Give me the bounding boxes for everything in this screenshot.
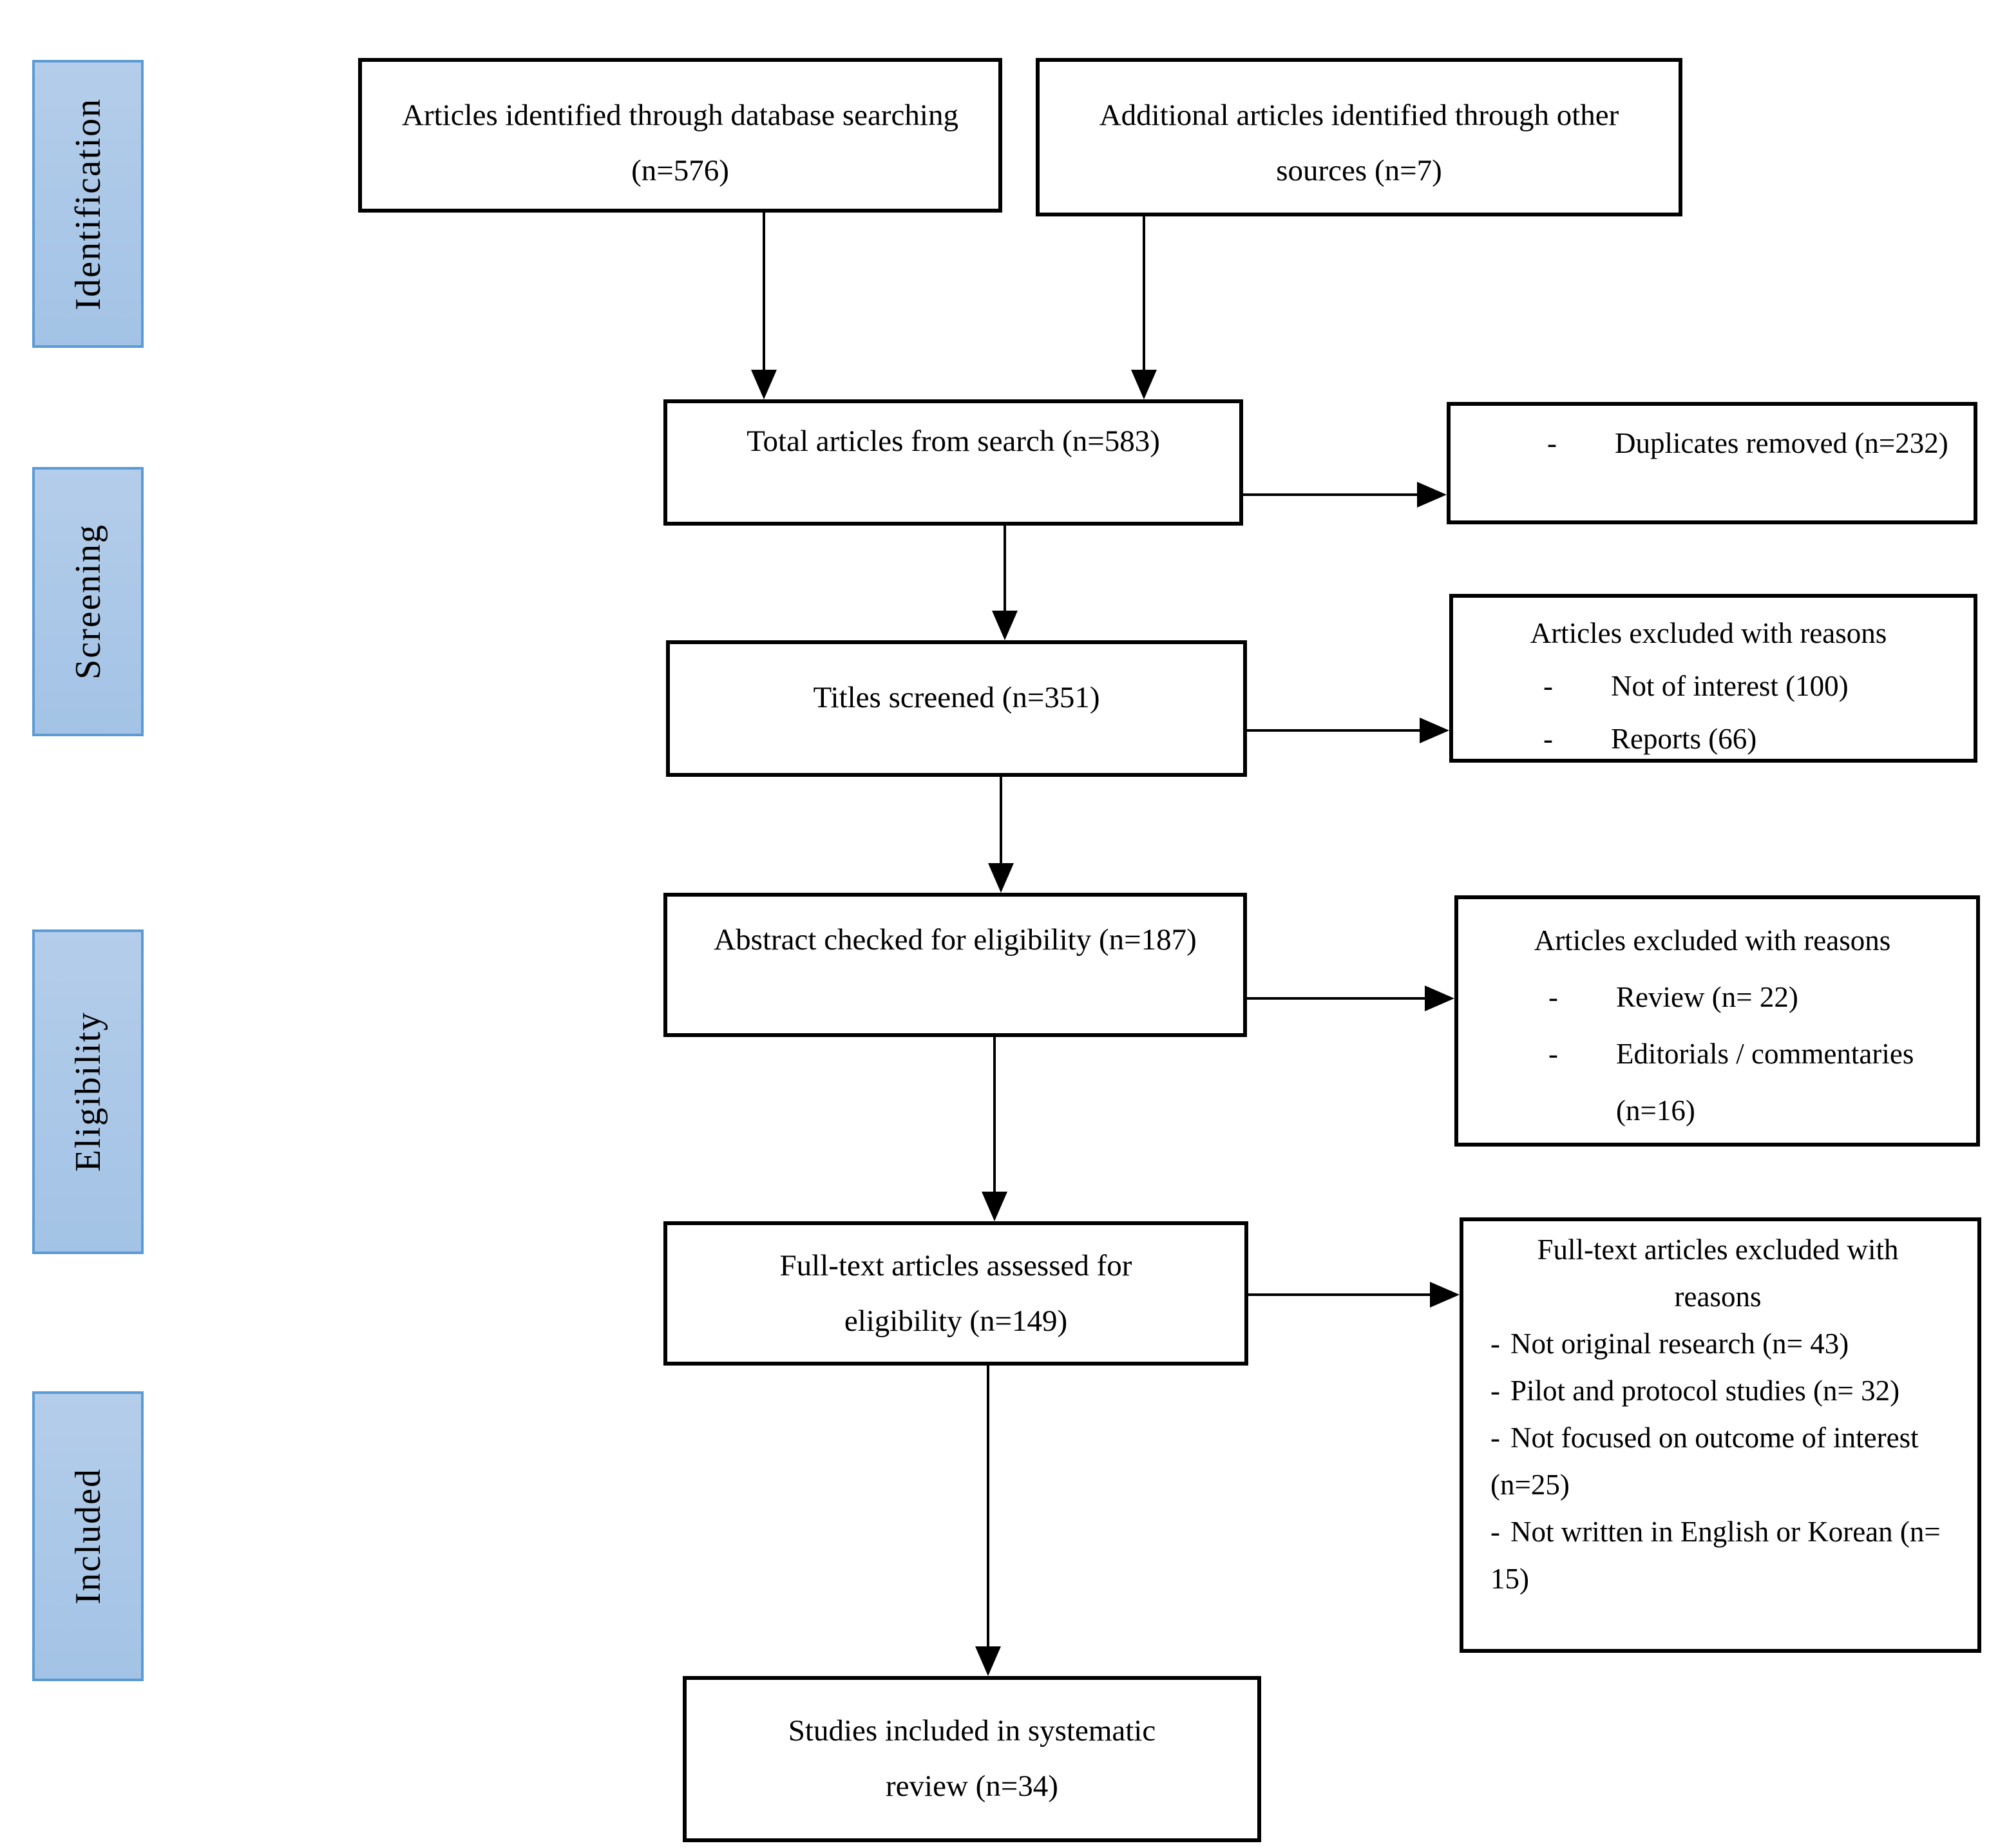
flow-box-fulltext-assessed: Full-text articles assessed for eligibil…	[663, 1221, 1248, 1366]
stage-screening: Screening	[32, 467, 144, 736]
arrow-fulltext-to-included-arrowhead	[975, 1646, 1001, 1676]
flow-box-titles-screened-text: Titles screened (n=351)	[813, 681, 1100, 714]
abstract-excluded-item-text: Editorials / commentaries (n=16)	[1616, 1038, 1914, 1127]
flow-box-fulltext-assessed-text: Full-text articles assessed for eligibil…	[779, 1249, 1132, 1338]
fulltext-excluded-item-text: Not original research (n= 43)	[1510, 1328, 1849, 1360]
fulltext-excluded-item: -Not written in English or Korean (n= 15…	[1490, 1509, 1945, 1603]
side-box-titles-excluded: Articles excluded with reasons - Not of …	[1449, 594, 1977, 763]
flow-box-studies-included-text: Studies included in systematic review (n…	[788, 1714, 1156, 1803]
arrow-total-to-titles-arrowhead	[992, 611, 1018, 640]
arrow-database-to-total	[763, 213, 765, 370]
bullet-dash: -	[1490, 1422, 1500, 1454]
arrow-total-to-duplicates	[1243, 493, 1417, 496]
flow-box-total-articles: Total articles from search (n=583)	[663, 399, 1243, 526]
flow-box-titles-screened: Titles screened (n=351)	[666, 640, 1247, 777]
bullet-dash: -	[1543, 670, 1553, 702]
fulltext-excluded-item-text: Pilot and protocol studies (n= 32)	[1510, 1375, 1900, 1407]
stage-included-label: Included	[68, 1468, 108, 1605]
bullet-dash: -	[1548, 981, 1558, 1013]
arrow-abstract-to-fulltext	[993, 1037, 996, 1192]
stage-eligibility: Eligibility	[32, 929, 144, 1254]
flow-box-abstract-checked: Abstract checked for eligibility (n=187)	[663, 893, 1247, 1037]
arrow-total-to-titles	[1004, 526, 1006, 611]
arrow-titles-to-excluded	[1247, 729, 1420, 732]
bullet-dash: -	[1490, 1328, 1500, 1360]
arrow-fulltext-to-included	[987, 1366, 989, 1646]
stage-identification: Identification	[32, 60, 144, 348]
abstract-excluded-item: - Editorials / commentaries (n=16)	[1458, 1025, 1966, 1139]
titles-excluded-item: - Reports (66)	[1453, 712, 1964, 765]
arrow-titles-to-abstract	[1000, 777, 1002, 863]
arrow-titles-to-abstract-arrowhead	[988, 863, 1014, 893]
stage-identification-label: Identification	[68, 97, 108, 310]
arrow-abstract-to-excluded	[1247, 997, 1425, 1000]
titles-excluded-item-text: Not of interest (100)	[1611, 670, 1849, 702]
flow-box-abstract-checked-text: Abstract checked for eligibility (n=187)	[714, 923, 1197, 957]
flow-box-other-sources: Additional articles identified through o…	[1036, 58, 1682, 216]
arrow-fulltext-to-excluded	[1248, 1293, 1430, 1296]
bullet-dash: -	[1543, 723, 1553, 755]
flow-box-studies-included: Studies included in systematic review (n…	[683, 1676, 1261, 1842]
abstract-excluded-item-text: Review (n= 22)	[1616, 981, 1798, 1013]
flow-box-total-articles-text: Total articles from search (n=583)	[747, 424, 1160, 458]
flow-box-database-search: Articles identified through database sea…	[358, 58, 1002, 213]
side-box-abstract-excluded: Articles excluded with reasons - Review …	[1454, 895, 1980, 1147]
arrow-abstract-to-excluded-arrowhead	[1425, 986, 1454, 1011]
bullet-dash: -	[1548, 1038, 1558, 1070]
side-box-duplicates-removed: - Duplicates removed (n=232)	[1447, 402, 1977, 524]
bullet-dash: -	[1490, 1375, 1500, 1407]
bullet-dash: -	[1547, 427, 1557, 459]
fulltext-excluded-title: Full-text articles excluded with reasons	[1537, 1234, 1899, 1313]
arrow-database-to-total-arrowhead	[751, 370, 777, 399]
stage-included: Included	[32, 1391, 144, 1681]
stage-screening-label: Screening	[68, 524, 108, 680]
stage-eligibility-label: Eligibility	[68, 1011, 108, 1172]
arrow-other-to-total	[1143, 216, 1145, 370]
flow-box-database-search-text: Articles identified through database sea…	[402, 99, 958, 187]
titles-excluded-item-text: Reports (66)	[1611, 723, 1757, 755]
arrow-fulltext-to-excluded-arrowhead	[1430, 1282, 1460, 1308]
abstract-excluded-item: - Review (n= 22)	[1458, 969, 1966, 1025]
arrow-abstract-to-fulltext-arrowhead	[982, 1192, 1007, 1221]
flow-box-other-sources-text: Additional articles identified through o…	[1099, 99, 1619, 187]
side-box-fulltext-excluded: Full-text articles excluded with reasons…	[1460, 1217, 1981, 1653]
titles-excluded-title: Articles excluded with reasons	[1530, 617, 1887, 649]
fulltext-excluded-item-text: Not written in English or Korean (n= 15)	[1490, 1516, 1941, 1595]
arrow-total-to-duplicates-arrowhead	[1417, 482, 1447, 508]
fulltext-excluded-item-text: Not focused on outcome of interest (n=25…	[1490, 1422, 1919, 1501]
fulltext-excluded-item: -Not original research (n= 43)	[1490, 1320, 1945, 1367]
arrow-titles-to-excluded-arrowhead	[1420, 718, 1449, 743]
bullet-dash: -	[1490, 1516, 1500, 1548]
fulltext-excluded-item: -Pilot and protocol studies (n= 32)	[1490, 1367, 1945, 1415]
arrow-other-to-total-arrowhead	[1131, 370, 1157, 399]
duplicates-item-text: Duplicates removed (n=232)	[1615, 427, 1948, 459]
fulltext-excluded-item: -Not focused on outcome of interest (n=2…	[1490, 1415, 1945, 1509]
abstract-excluded-title: Articles excluded with reasons	[1534, 924, 1891, 957]
duplicates-item: - Duplicates removed (n=232)	[1547, 417, 1961, 469]
titles-excluded-item: - Not of interest (100)	[1453, 660, 1964, 712]
